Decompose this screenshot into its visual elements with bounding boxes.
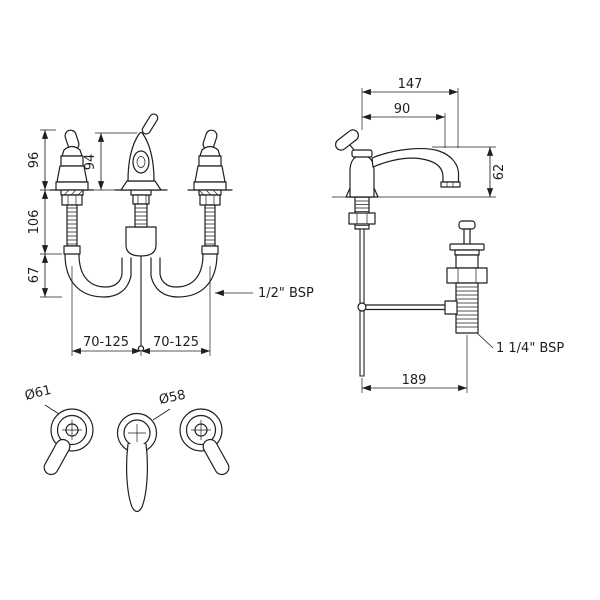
collector-body	[125, 226, 157, 257]
front-dimensions: 96 106 67 94 70-125 70-125 1/2" BSP	[27, 129, 314, 356]
dim-overall-projection: 147	[398, 77, 423, 92]
pop-up-waste	[357, 220, 488, 334]
plan-dimensions: Ø61 Ø58	[23, 383, 187, 421]
aerator-inner	[136, 156, 146, 168]
plan-left-handle	[43, 408, 94, 476]
front-left-valve	[49, 128, 95, 255]
plan-view: Ø61 Ø58	[23, 383, 230, 513]
dim-spout-projection: 90	[394, 102, 411, 117]
dim-hole-centres-right: 70-125	[153, 335, 199, 350]
side-spout	[371, 147, 460, 183]
spout-lever	[141, 113, 159, 135]
dim-spout-height-side: 62	[492, 164, 507, 181]
rod-knob-front	[137, 345, 145, 352]
front-spout-assembly	[114, 113, 168, 352]
waste-knob	[458, 220, 476, 230]
dim-spout-diameter: Ø58	[158, 388, 187, 408]
side-aerator	[440, 181, 461, 188]
side-tap	[334, 129, 461, 377]
side-dimensions: 147 90 62 189 1 1/4" BSP	[361, 77, 564, 393]
label-inlet-thread: 1/2" BSP	[258, 286, 314, 301]
dim-spout-height-front: 94	[83, 154, 98, 171]
front-right-valve	[187, 128, 233, 255]
label-waste-thread: 1 1/4" BSP	[496, 341, 564, 356]
dim-handle-diameter: Ø61	[23, 383, 53, 404]
lever-gland	[444, 300, 458, 315]
dim-handle-height: 96	[27, 152, 42, 169]
lever-pivot-ball	[357, 302, 367, 312]
waste-backnut	[446, 267, 488, 284]
waste-threaded-tail	[455, 282, 479, 334]
dim-hole-centres-left: 70-125	[83, 335, 129, 350]
plan-right-handle	[179, 408, 230, 476]
pop-up-lever-arm	[361, 304, 448, 311]
waste-flange	[449, 243, 485, 251]
aerator-outline	[132, 150, 150, 174]
front-view: 96 106 67 94 70-125 70-125 1/2" BSP	[27, 113, 314, 356]
dim-tail-length: 67	[27, 267, 42, 284]
spout-flange	[120, 180, 162, 191]
front-inlet-pipes	[64, 253, 218, 298]
side-view: 147 90 62 189 1 1/4" BSP	[332, 77, 564, 393]
plan-spout	[116, 412, 158, 513]
side-lever	[334, 129, 360, 151]
dim-tap-to-waste: 189	[402, 373, 427, 388]
dim-body-below-deck: 106	[27, 210, 42, 235]
